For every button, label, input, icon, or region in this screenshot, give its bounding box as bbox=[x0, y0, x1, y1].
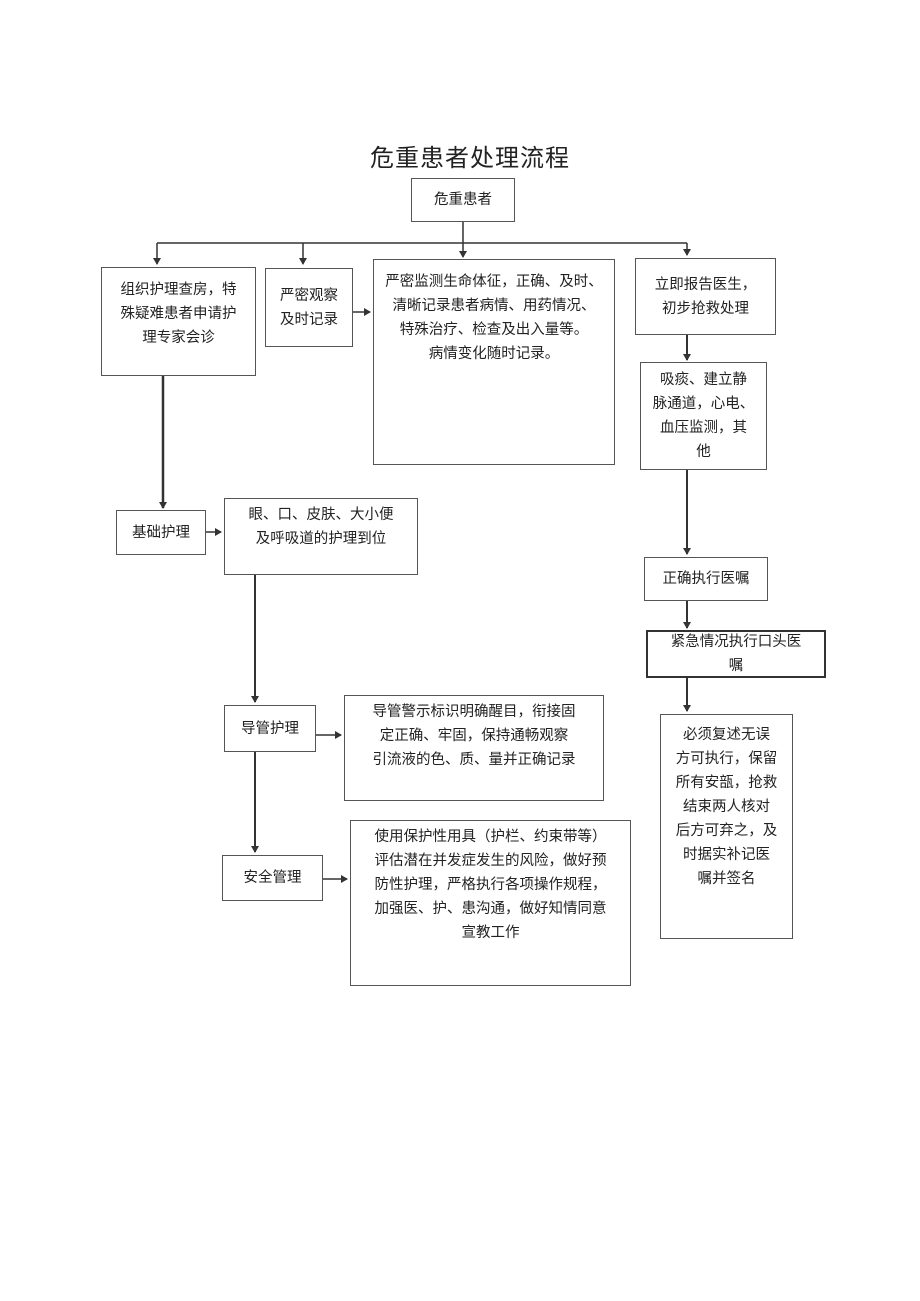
node-vital-monitoring: 严密监测生命体征，正确、及时、 清晰记录患者病情、用药情况、 特殊治疗、检查及出… bbox=[373, 259, 615, 465]
node-execute-orders-label: 正确执行医嘱 bbox=[662, 571, 750, 587]
node-critical-patient: 危重患者 bbox=[411, 178, 515, 222]
node-basic-care-detail: 眼、口、皮肤、大小便 及呼吸道的护理到位 bbox=[224, 498, 418, 575]
node-close-observation: 严密观察 及时记录 bbox=[265, 268, 353, 347]
node-critical-patient-label: 危重患者 bbox=[434, 192, 492, 208]
node-verbal-orders: 紧急情况执行口头医 嘱 bbox=[646, 630, 826, 678]
node-execute-orders: 正确执行医嘱 bbox=[644, 557, 768, 601]
node-report-doctor: 立即报告医生， 初步抢救处理 bbox=[635, 258, 776, 335]
node-repeat-orders: 必须复述无误 方可执行，保留 所有安瓿，抢救 结束两人核对 后方可弃之，及 时据… bbox=[660, 714, 793, 939]
node-basic-care-label: 基础护理 bbox=[132, 524, 190, 541]
node-tube-care-label: 导管护理 bbox=[241, 720, 299, 737]
node-basic-care: 基础护理 bbox=[116, 510, 206, 555]
node-organize-ward-round: 组织护理查房，特 殊疑难患者申请护 理专家会诊 bbox=[101, 267, 256, 376]
node-suction-monitoring-label: 吸痰、建立静 脉通道，心电、 血压监测，其 他 bbox=[652, 372, 755, 460]
node-repeat-orders-label: 必须复述无误 方可执行，保留 所有安瓿，抢救 结束两人核对 后方可弃之，及 时据… bbox=[675, 727, 778, 887]
node-basic-care-detail-label: 眼、口、皮肤、大小便 及呼吸道的护理到位 bbox=[248, 507, 394, 547]
node-verbal-orders-label: 紧急情况执行口头医 嘱 bbox=[670, 634, 802, 674]
node-tube-care: 导管护理 bbox=[224, 705, 316, 752]
node-vital-monitoring-label: 严密监测生命体征，正确、及时、 清晰记录患者病情、用药情况、 特殊治疗、检查及出… bbox=[385, 274, 603, 362]
node-safety-management-label: 安全管理 bbox=[243, 870, 302, 886]
node-suction-monitoring: 吸痰、建立静 脉通道，心电、 血压监测，其 他 bbox=[640, 362, 767, 470]
node-safety-detail: 使用保护性用具（护栏、约束带等） 评估潜在并发症发生的风险，做好预 防性护理，严… bbox=[350, 820, 631, 986]
node-safety-detail-label: 使用保护性用具（护栏、约束带等） 评估潜在并发症发生的风险，做好预 防性护理，严… bbox=[374, 829, 607, 941]
page-title: 危重患者处理流程 bbox=[370, 144, 570, 172]
node-tube-care-detail-label: 导管警示标识明确醒目，衔接固 定正确、牢固，保持通畅观察 引流液的色、质、量并正… bbox=[372, 704, 576, 768]
node-report-doctor-label: 立即报告医生， 初步抢救处理 bbox=[654, 276, 757, 317]
node-organize-ward-round-label: 组织护理查房，特 殊疑难患者申请护 理专家会诊 bbox=[120, 282, 237, 346]
node-close-observation-label: 严密观察 及时记录 bbox=[280, 287, 338, 328]
node-tube-care-detail: 导管警示标识明确醒目，衔接固 定正确、牢固，保持通畅观察 引流液的色、质、量并正… bbox=[344, 695, 604, 801]
node-safety-management: 安全管理 bbox=[222, 855, 323, 901]
